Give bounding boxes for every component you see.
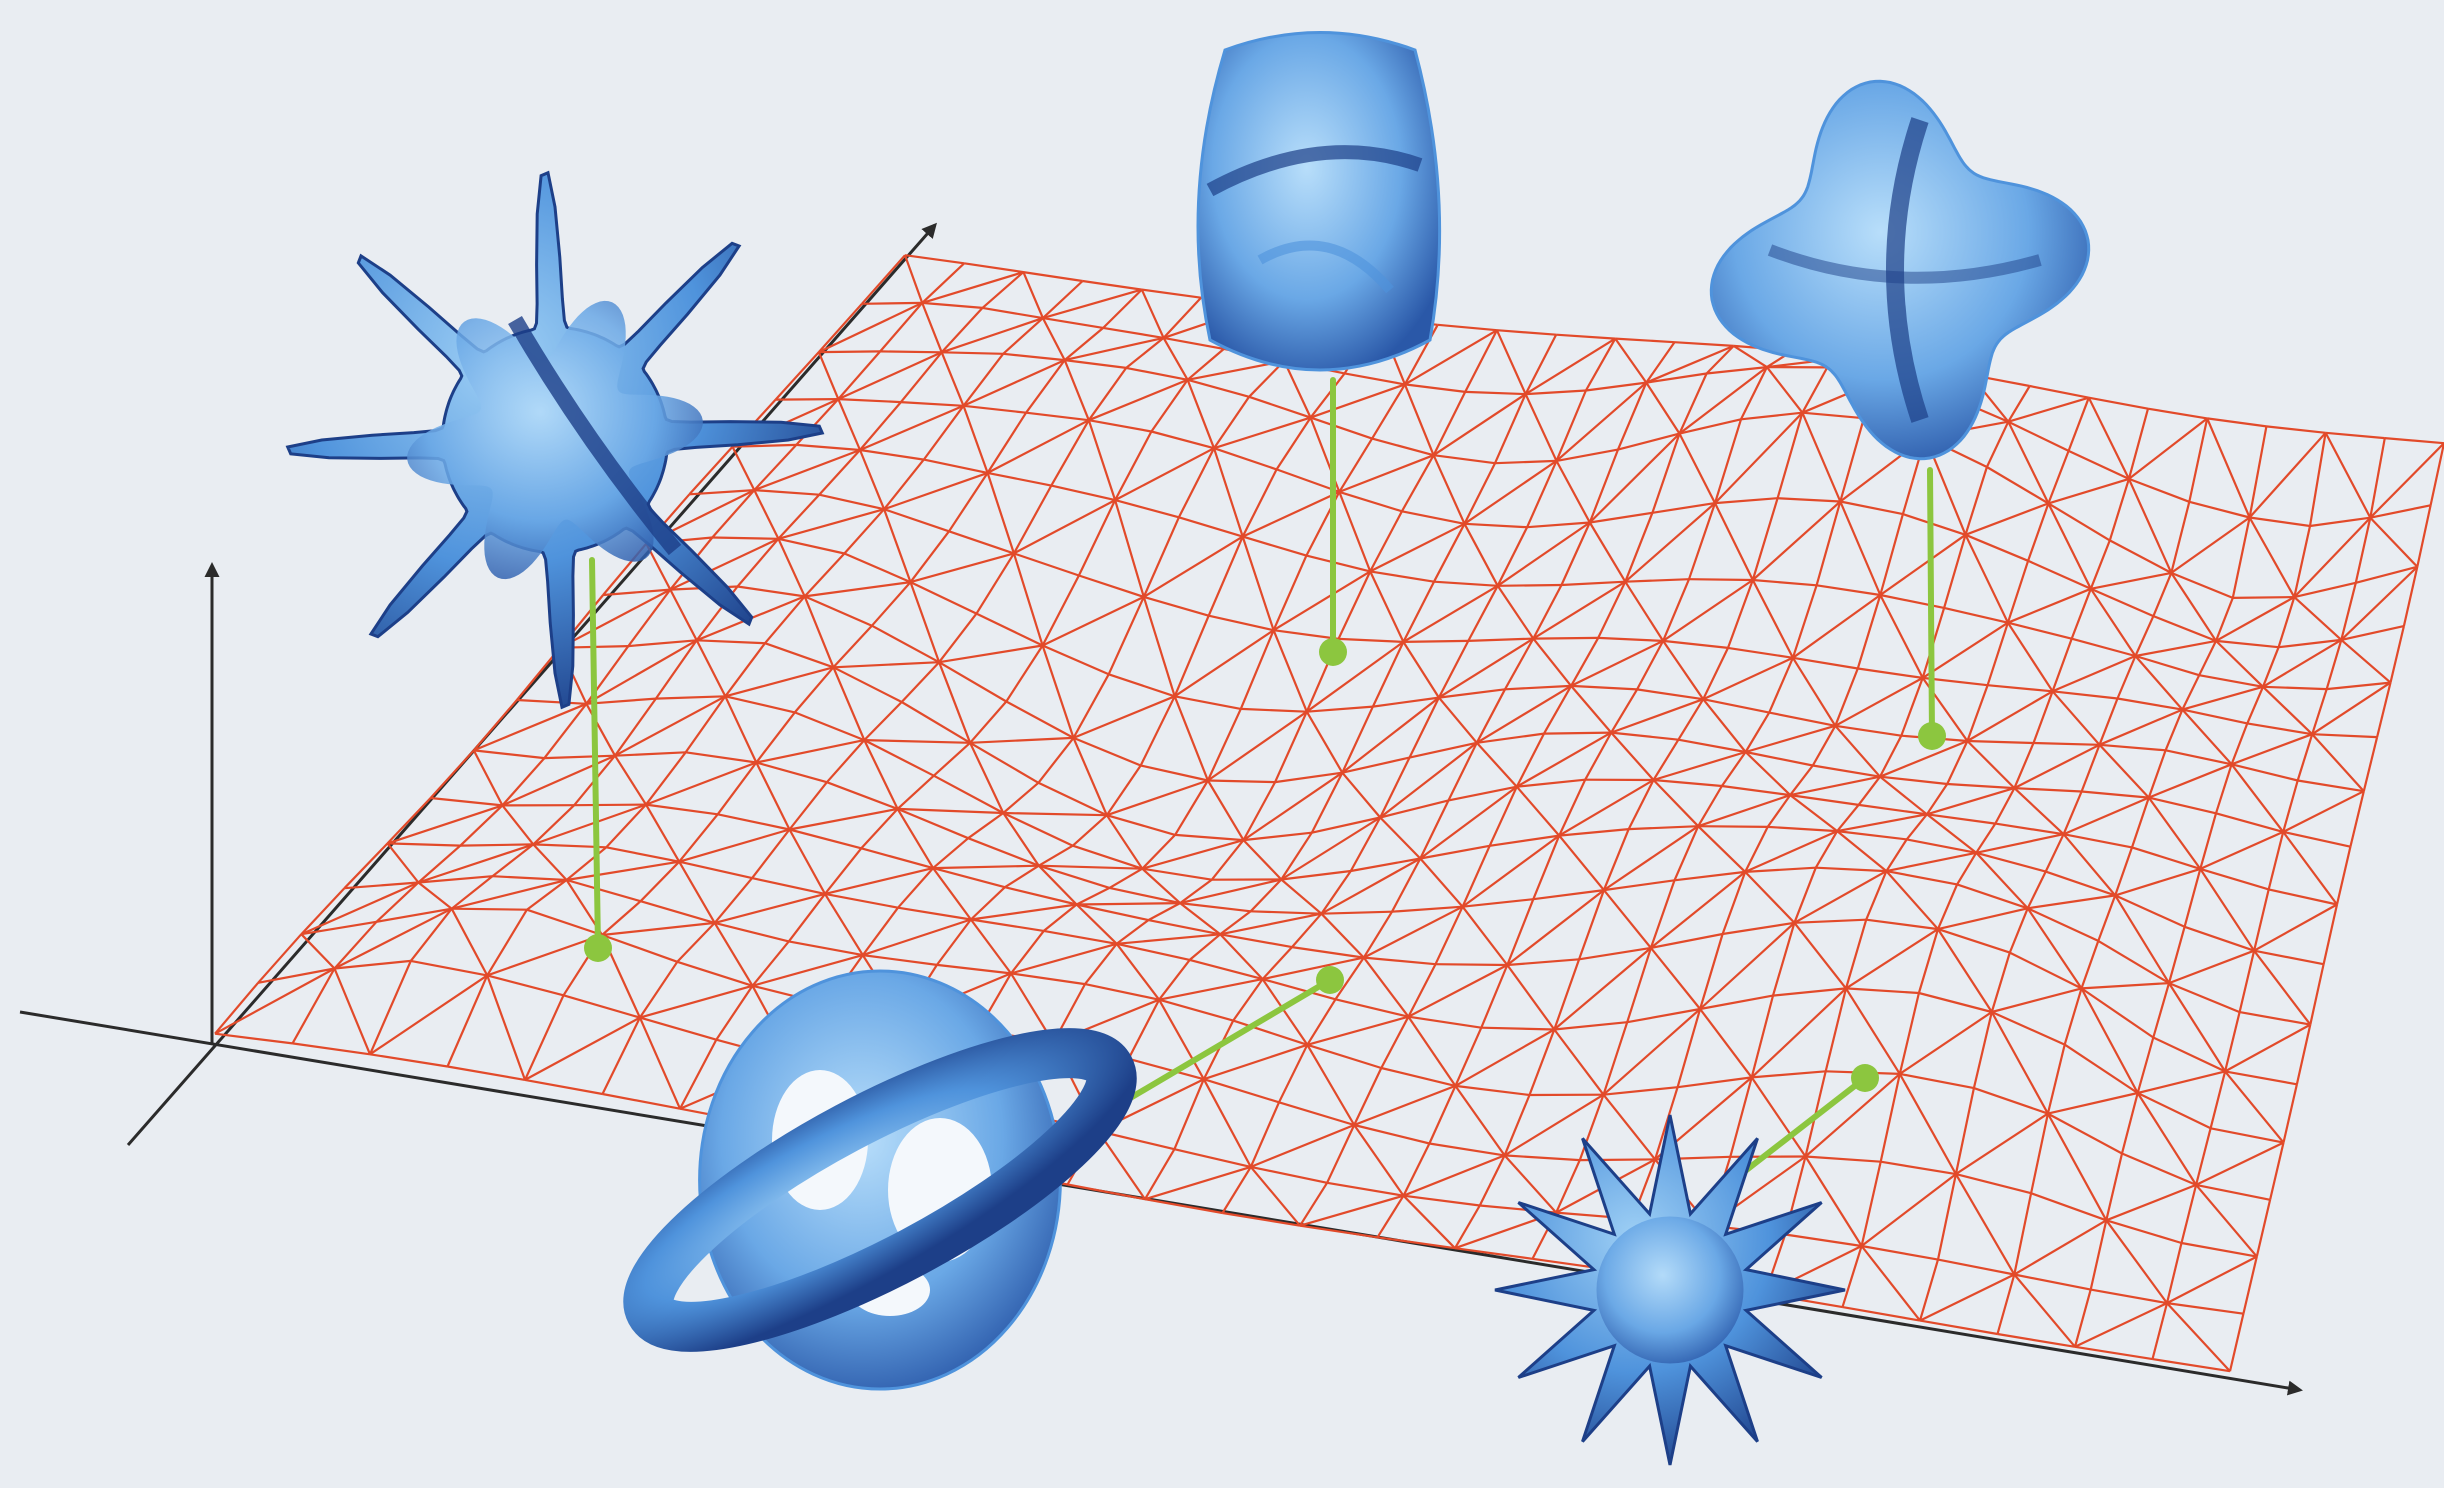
spiky-flower-shape-anchor-dot: [584, 934, 612, 962]
bumpy-cylinder-shape-body: [1198, 33, 1440, 371]
mesh-edge: [1533, 638, 1598, 639]
mesh-edge: [574, 805, 646, 806]
bumpy-cylinder-shape: [1198, 33, 1440, 371]
four-lobed-shape-anchor-dot: [1918, 722, 1946, 750]
spiky-star-shape-core: [1597, 1217, 1744, 1364]
mesh-edge: [942, 352, 1004, 354]
mesh-edge: [880, 351, 942, 352]
mesh-edge: [1544, 733, 1611, 734]
mesh-edge: [460, 844, 533, 845]
mesh-edge: [712, 538, 778, 539]
mesh-edge: [1403, 641, 1468, 642]
mesh-edge: [452, 909, 527, 910]
four-lobed-shape-connector: [1930, 470, 1932, 736]
spiky-star-shape-anchor-dot: [1851, 1064, 1879, 1092]
mesh-edge: [1689, 579, 1753, 580]
bumpy-cylinder-shape-anchor-dot: [1319, 638, 1347, 666]
mesh-edge: [776, 399, 839, 400]
mesh-edge: [862, 303, 922, 304]
mesh-edge: [2233, 597, 2295, 598]
mesh-edge: [1698, 826, 1768, 827]
mesh-edge: [1436, 964, 1508, 965]
mesh-diagonal: [1077, 903, 1181, 904]
mesh-edge: [1498, 585, 1562, 586]
ringed-sphere-shape-anchor-dot: [1316, 966, 1344, 994]
mesh-edge: [819, 351, 880, 352]
